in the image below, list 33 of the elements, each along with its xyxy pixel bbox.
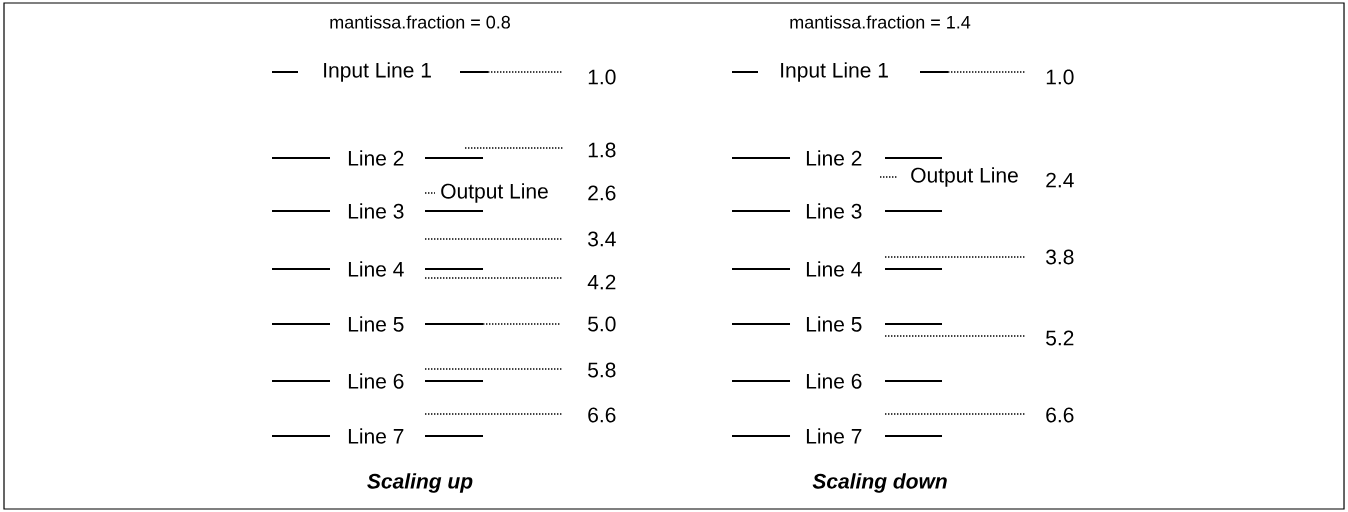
value-label: 1.0 <box>588 69 616 85</box>
line-label: Line 6 <box>348 373 404 389</box>
line-label: Line 5 <box>348 316 404 332</box>
line-label: Line 3 <box>806 203 862 219</box>
value-label: 1.8 <box>588 142 616 158</box>
line-label: Line 2 <box>348 150 404 166</box>
line-label: Line 5 <box>806 316 862 332</box>
value-label: 2.4 <box>1046 172 1074 188</box>
value-label: 1.0 <box>1046 69 1074 85</box>
value-label: 5.8 <box>588 362 616 378</box>
panel-title: mantissa.fraction = 0.8 <box>330 15 510 29</box>
line-label: Input Line 1 <box>324 62 431 82</box>
line-label: Line 2 <box>806 150 862 166</box>
line-label: Line 4 <box>806 261 862 277</box>
value-label: 2.6 <box>588 185 616 201</box>
value-label: 5.0 <box>588 316 616 332</box>
panel-caption: Scaling up <box>367 473 473 493</box>
value-label: 6.6 <box>1046 407 1074 423</box>
line-label: Line 7 <box>806 428 862 444</box>
line-label: Output Line <box>911 167 1018 187</box>
line-label: Line 3 <box>348 203 404 219</box>
value-label: 4.2 <box>587 274 616 290</box>
line-label: Output Line <box>441 183 548 203</box>
panel-title: mantissa.fraction = 1.4 <box>790 15 971 29</box>
line-label: Line 7 <box>348 428 404 444</box>
panel-caption: Scaling down <box>812 473 947 493</box>
value-label: 6.6 <box>588 407 616 423</box>
value-label: 3.4 <box>588 231 616 247</box>
value-label: 5.2 <box>1046 330 1074 346</box>
line-label: Line 4 <box>348 261 404 277</box>
line-label: Line 6 <box>806 373 862 389</box>
line-label: Input Line 1 <box>781 62 888 82</box>
value-label: 3.8 <box>1046 249 1074 265</box>
